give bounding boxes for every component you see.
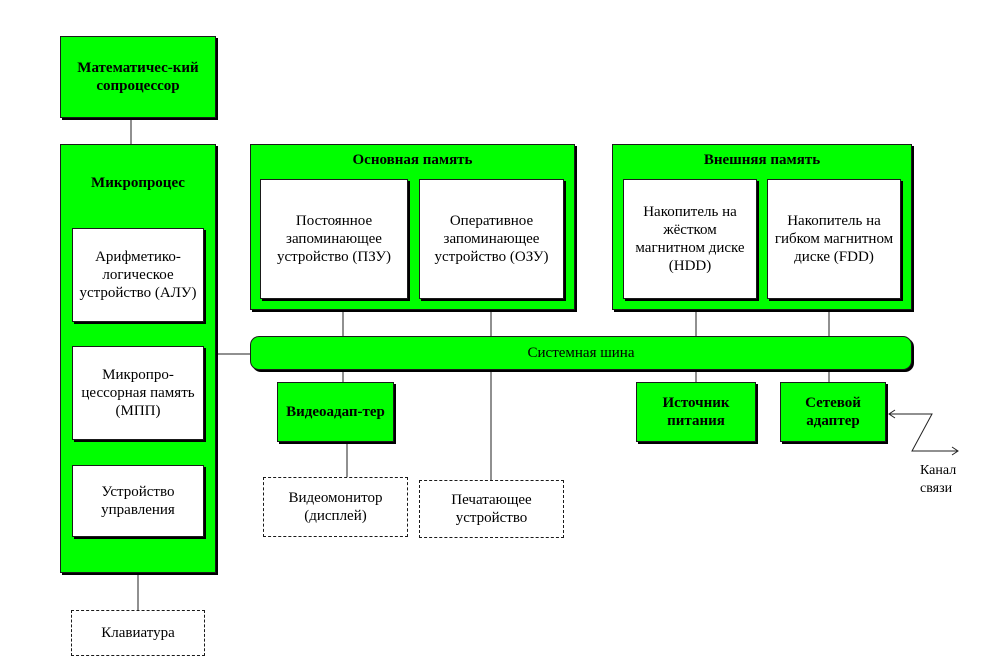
keyboard-label: Клавиатура — [101, 625, 175, 641]
network-adapter-block: Сетевой адаптер — [780, 382, 886, 442]
system-bus-label: Системная шина — [527, 344, 635, 361]
printer-block: Печатающее устройство — [419, 480, 564, 538]
power-supply-label: Источник питания — [662, 395, 730, 429]
video-monitor-label: Видеомонитор (дисплей) — [288, 490, 383, 524]
arrow-head-left — [888, 409, 896, 419]
mpp-label: Микропро-цессорная память (МПП) — [81, 367, 195, 419]
coprocessor-label: Математичес-кий сопроцессор — [77, 60, 199, 94]
rom-label: Постоянное запоминающее устройство (ПЗУ) — [277, 213, 391, 265]
control-unit-block: Устройство управления — [72, 465, 204, 537]
video-adapter-label: Видеоадап-тер — [286, 404, 385, 420]
ram-label: Оперативное запоминающее устройство (ОЗУ… — [434, 213, 549, 265]
system-bus: Системная шина — [250, 336, 912, 370]
network-adapter-label: Сетевой адаптер — [805, 395, 861, 429]
video-monitor-block: Видеомонитор (дисплей) — [263, 477, 408, 537]
mpp-block: Микропро-цессорная память (МПП) — [72, 346, 204, 440]
fdd-block: Накопитель на гибком магнитном диске (FD… — [767, 179, 901, 299]
microprocessor-title: Микропроцес — [91, 175, 185, 191]
video-adapter-block: Видеоадап-тер — [277, 382, 394, 442]
external-memory-title: Внешняя память — [703, 152, 821, 168]
fdd-label: Накопитель на гибком магнитном диске (FD… — [774, 213, 894, 265]
coprocessor-block: Математичес-кий сопроцессор — [60, 36, 216, 118]
control-unit-label: Устройство управления — [101, 484, 175, 518]
rom-block: Постоянное запоминающее устройство (ПЗУ) — [260, 179, 408, 299]
main-memory-title: Основная память — [352, 152, 473, 168]
hdd-label: Накопитель на жёстком магнитном диске (H… — [635, 204, 745, 274]
comm-channel-label: Канал связи — [920, 463, 957, 496]
alu-block: Арифметико-логическое устройство (АЛУ) — [72, 228, 204, 322]
ram-block: Оперативное запоминающее устройство (ОЗУ… — [419, 179, 564, 299]
power-supply-block: Источник питания — [636, 382, 756, 442]
alu-label: Арифметико-логическое устройство (АЛУ) — [79, 249, 197, 301]
printer-label: Печатающее устройство — [451, 492, 532, 526]
comm-channel-zigzag — [889, 413, 958, 452]
keyboard-block: Клавиатура — [71, 610, 205, 656]
hdd-block: Накопитель на жёстком магнитном диске (H… — [623, 179, 757, 299]
arrow-head-right — [951, 446, 959, 456]
